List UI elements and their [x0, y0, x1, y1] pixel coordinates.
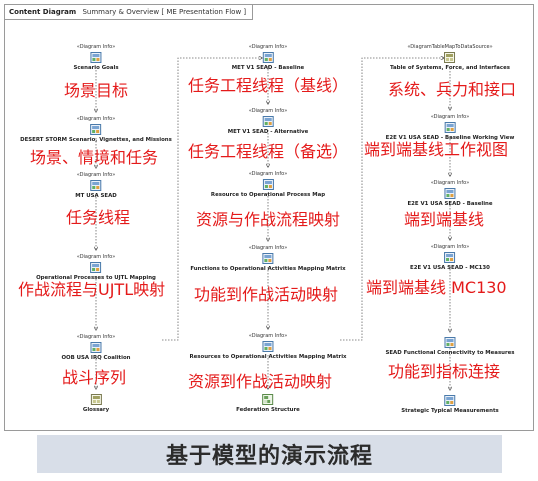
node-e2e-working[interactable]: «Diagram Info» E2E V1 USA SEAD - Baselin… — [386, 114, 515, 142]
stereotype-label: «Diagram Info» — [248, 171, 288, 177]
stereotype-label: «Diagram Info» — [430, 244, 470, 250]
node-sead-func[interactable]: SEAD Functional Connectivity to Measures — [385, 336, 515, 357]
table-icon — [90, 394, 102, 405]
diagram-icon — [444, 337, 456, 348]
node-met-baseline[interactable]: «Diagram Info» MET V1 SEAD - Baseline — [232, 44, 304, 72]
diagram-kind: Content Diagram — [9, 8, 77, 16]
node-strategic[interactable]: Strategic Typical Measurements — [401, 394, 499, 415]
node-name: Resources to Operational Activities Mapp… — [189, 354, 347, 360]
node-func-activities[interactable]: «Diagram Info» Functions to Operational … — [190, 245, 345, 273]
annotation-scenario-goals: 场景目标 — [64, 81, 129, 100]
diagram-icon — [444, 395, 456, 406]
stereotype-label: «DiagramTableMapToDataSource» — [407, 44, 493, 50]
node-name: MT USA SEAD — [75, 193, 117, 199]
stereotype-label: «Diagram Info» — [76, 172, 116, 178]
node-name: E2E V1 USA SEAD - Baseline Working View — [385, 135, 515, 141]
node-name: SEAD Functional Connectivity to Measures — [385, 350, 515, 356]
stereotype-label: «Diagram Info» — [76, 44, 116, 50]
annotation-res-process: 资源与作战流程映射 — [196, 210, 341, 229]
diagram-icon — [262, 179, 274, 190]
node-name: E2E V1 USA SEAD - Baseline — [407, 201, 493, 207]
node-desert-storm[interactable]: «Diagram Info» DESERT STORM Scenario, Vi… — [20, 116, 172, 144]
annotation-e2e-baseline: 端到端基线 — [404, 210, 485, 229]
stereotype-label: «Diagram Info» — [430, 180, 470, 186]
title-banner: 基于模型的演示流程 — [37, 435, 502, 473]
diagram-icon — [262, 341, 274, 352]
stereotype-label: «Diagram Info» — [248, 245, 288, 251]
node-name: OOB USA IRQ Coalition — [61, 355, 131, 361]
stereotype-label: «Diagram Info» — [76, 116, 116, 122]
diagram-icon — [90, 52, 102, 63]
node-name: Operational Processes to UJTL Mapping — [36, 275, 156, 281]
node-e2e-baseline[interactable]: «Diagram Info» E2E V1 USA SEAD - Baselin… — [407, 180, 492, 208]
node-name: E2E V1 USA SEAD - MC130 — [410, 265, 490, 271]
diagram-icon — [262, 52, 274, 63]
node-scenario-goals[interactable]: «Diagram Info» Scenario Goals — [73, 44, 118, 72]
diagram-icon — [444, 188, 456, 199]
stereotype-label: «Diagram Info» — [76, 254, 116, 260]
diagram-icon — [444, 122, 456, 133]
node-name: Glossary — [82, 407, 110, 413]
table-icon — [444, 52, 456, 63]
node-glossary[interactable]: Glossary — [83, 393, 109, 414]
annotation-mt-usa-sead: 任务线程 — [66, 208, 131, 227]
stereotype-label: «Diagram Info» — [248, 108, 288, 114]
node-name: Table of Systems, Force, and Interfaces — [390, 65, 510, 71]
node-oob[interactable]: «Diagram Info» OOB USA IRQ Coalition — [61, 334, 130, 362]
node-name: MET V1 SEAD - Baseline — [231, 65, 305, 71]
stereotype-label: «Diagram Info» — [76, 334, 116, 340]
annotation-e2e-mc130: 端到端基线 MC130 — [366, 278, 507, 297]
node-res-process[interactable]: «Diagram Info» Resource to Operational P… — [211, 171, 325, 199]
annotation-met-alt: 任务工程线程（备选） — [188, 142, 349, 161]
annotation-systems-table: 系统、兵力和接口 — [388, 80, 517, 99]
diagram-icon — [90, 262, 102, 273]
node-name: Strategic Typical Measurements — [401, 408, 499, 414]
node-systems-table[interactable]: «DiagramTableMapToDataSource» Table of S… — [390, 44, 510, 72]
node-res-activities[interactable]: «Diagram Info» Resources to Operational … — [189, 333, 346, 361]
annotation-met-baseline: 任务工程线程（基线） — [188, 76, 349, 95]
node-op-processes[interactable]: «Diagram Info» Operational Processes to … — [36, 254, 156, 282]
node-name: Resource to Operational Process Map — [210, 192, 326, 198]
diagram-icon — [90, 342, 102, 353]
diagram-icon — [262, 253, 274, 264]
diagram-icon — [90, 180, 102, 191]
diagram-icon — [262, 116, 274, 127]
node-name: Scenario Goals — [73, 65, 119, 71]
diagram-tab[interactable]: Content Diagram Summary & Overview [ ME … — [5, 5, 254, 20]
node-federation[interactable]: Federation Structure — [236, 393, 300, 414]
diagram-path: Summary & Overview [ ME Presentation Flo… — [82, 8, 247, 16]
diagram-frame: Content Diagram Summary & Overview [ ME … — [4, 4, 534, 431]
annotation-oob: 战斗序列 — [62, 368, 127, 387]
node-name: DESERT STORM Scenario, Vignettes, and Mi… — [20, 137, 172, 143]
federation-icon — [262, 394, 274, 405]
node-name: MET V1 SEAD - Alternative — [227, 129, 309, 135]
banner-title: 基于模型的演示流程 — [165, 444, 373, 469]
annotation-e2e-working: 端到端基线工作视图 — [364, 140, 509, 159]
stereotype-label: «Diagram Info» — [430, 114, 470, 120]
annotation-desert-storm: 场景、情境和任务 — [30, 148, 159, 167]
node-name: Federation Structure — [236, 407, 300, 413]
annotation-func-activities: 功能到作战活动映射 — [194, 285, 339, 304]
node-met-alt[interactable]: «Diagram Info» MET V1 SEAD - Alternative — [228, 108, 309, 136]
annotation-sead-func: 功能到指标连接 — [388, 362, 501, 381]
stereotype-label: «Diagram Info» — [248, 44, 288, 50]
annotation-res-activities: 资源到作战活动映射 — [188, 372, 333, 391]
annotation-op-processes: 作战流程与UJTL映射 — [18, 280, 166, 299]
diagram-icon — [90, 124, 102, 135]
node-e2e-mc130[interactable]: «Diagram Info» E2E V1 USA SEAD - MC130 — [410, 244, 490, 272]
node-mt-usa-sead[interactable]: «Diagram Info» MT USA SEAD — [75, 172, 116, 200]
node-name: Functions to Operational Activities Mapp… — [190, 266, 346, 272]
stereotype-label: «Diagram Info» — [248, 333, 288, 339]
diagram-icon — [444, 252, 456, 263]
